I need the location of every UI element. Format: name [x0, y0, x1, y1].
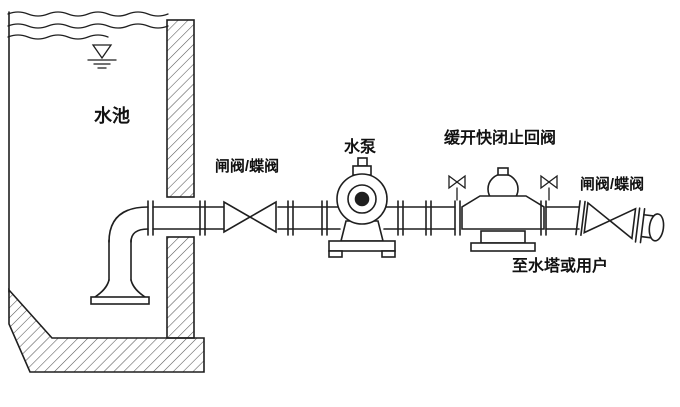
- pipe-flange: [147, 200, 154, 236]
- valve-triangle: [248, 200, 277, 234]
- pipe-flange: [397, 200, 404, 236]
- tank-wall-right-upper: [166, 19, 195, 198]
- pipe-flange: [287, 200, 294, 236]
- pipe-open-end: [648, 213, 665, 242]
- tank-wall-right-lower: [166, 236, 195, 339]
- water-tank: [7, 11, 205, 373]
- pipe-flange: [321, 200, 328, 236]
- wave-line: [7, 23, 169, 29]
- pump-foot: [328, 250, 343, 258]
- valve-triangle: [608, 207, 637, 241]
- check-valve-label: 缓开快闭止回阀: [443, 128, 556, 147]
- check-valve-cap: [497, 167, 509, 176]
- wave-line: [7, 11, 169, 17]
- inlet-valve-label: 闸阀/蝶阀: [215, 157, 279, 175]
- pipe-flange: [199, 200, 206, 236]
- outlet-valve-assembly: [575, 200, 665, 244]
- valve-triangle: [223, 200, 252, 234]
- check-valve-support: [480, 230, 526, 244]
- main-pipeline: [147, 200, 580, 236]
- bell-mouth: [94, 279, 110, 298]
- valve-triangle: [583, 201, 612, 234]
- pump-top-port: [357, 157, 368, 167]
- wave-line: [7, 34, 109, 40]
- tank-floor: [8, 287, 205, 373]
- pipe-elbow: [108, 206, 149, 243]
- pipe-flange: [575, 200, 586, 237]
- pump-foot: [381, 250, 396, 258]
- check-valve: [448, 167, 558, 252]
- destination-label: 至水塔或用户: [512, 256, 608, 275]
- tank-label: 水池: [94, 105, 130, 126]
- check-valve-base: [470, 242, 536, 252]
- pipe-flange: [454, 200, 461, 236]
- pilot-valve-left: [448, 174, 466, 201]
- pump-baseplate: [328, 240, 396, 252]
- bell-mouth-rim: [90, 296, 150, 305]
- water-level-symbol: [87, 44, 117, 69]
- pump-label: 水泵: [344, 137, 376, 156]
- centrifugal-pump: [328, 157, 396, 258]
- pipe-flange: [425, 200, 432, 236]
- inlet-gate-valve: [223, 200, 277, 234]
- pilot-valve-right: [540, 174, 558, 201]
- outlet-valve-label: 闸阀/蝶阀: [580, 175, 644, 193]
- pipe-elbow: [130, 228, 149, 243]
- bell-mouth: [130, 279, 146, 298]
- suction-assembly: [90, 206, 150, 305]
- pump-hub: [354, 191, 370, 207]
- check-valve-body: [461, 195, 545, 230]
